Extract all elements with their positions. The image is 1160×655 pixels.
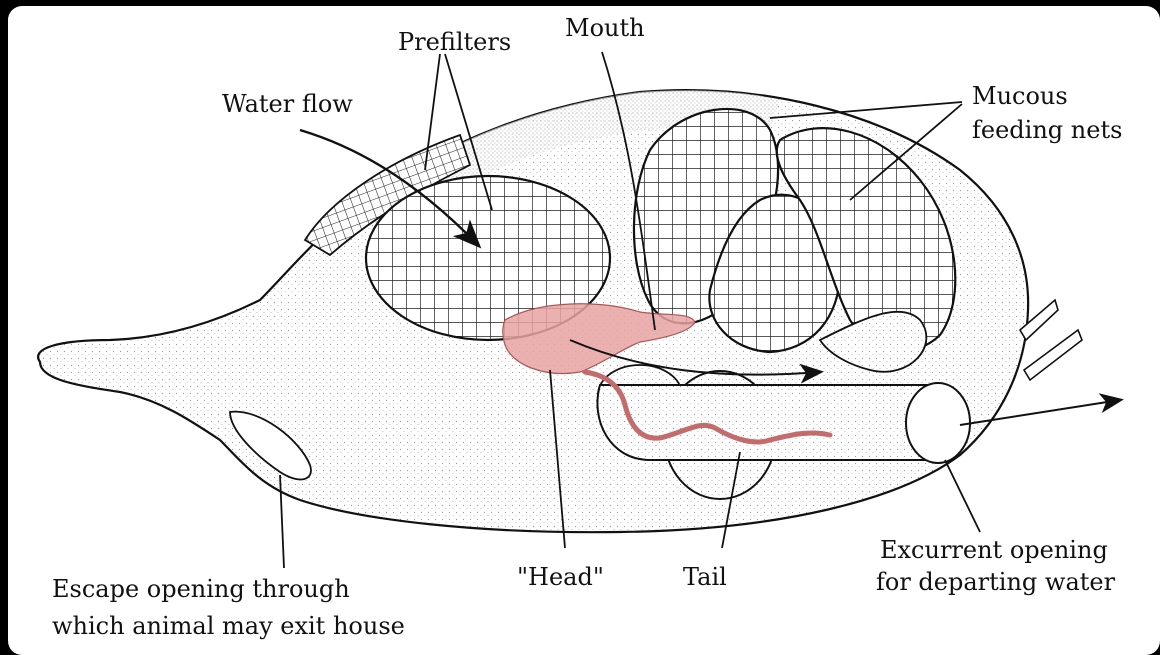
label-excurrent-line2: for departing water <box>876 568 1116 596</box>
label-mouth: Mouth <box>565 14 645 42</box>
label-prefilters: Prefilters <box>398 28 511 56</box>
label-mucous-line1: Mucous <box>972 82 1068 110</box>
label-escape-line1: Escape opening through <box>52 575 350 603</box>
label-escape-line2: which animal may exit house <box>52 612 405 640</box>
label-excurrent-line1: Excurrent opening <box>880 536 1108 564</box>
spike-2 <box>1024 330 1082 380</box>
label-water-flow: Water flow <box>222 90 353 118</box>
label-head: "Head" <box>517 563 604 591</box>
label-tail: Tail <box>683 563 727 591</box>
larvacean-house-diagram: Prefilters Mouth Water flow Mucous feedi… <box>8 6 1160 655</box>
diagram-frame: Prefilters Mouth Water flow Mucous feedi… <box>8 6 1160 655</box>
leader-excurrent <box>945 460 980 532</box>
excurrent-opening <box>906 383 970 463</box>
label-mucous-line2: feeding nets <box>972 116 1122 144</box>
